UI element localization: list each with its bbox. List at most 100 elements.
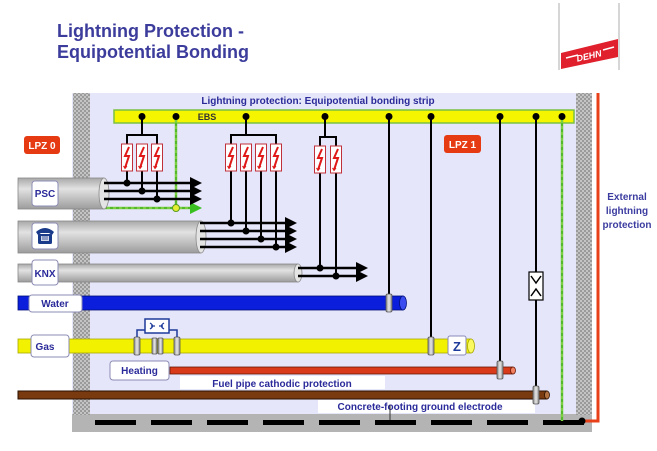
- external-protection-label-3: protection: [603, 220, 652, 231]
- earth-dash: [207, 420, 248, 425]
- conductor-arrow: [190, 185, 202, 197]
- ground-electrode-annotation: Concrete-footing ground electrode: [338, 402, 503, 413]
- title-line-2: Equipotential Bonding: [57, 42, 249, 62]
- gas-pipe: [17, 338, 475, 354]
- surge-arrester-icon: [313, 145, 327, 174]
- spd-connection-dot: [153, 195, 161, 203]
- service-conductors: [104, 117, 368, 282]
- lpz1-badge: LPZ 1: [444, 135, 481, 153]
- ebs-terminal-dot: [496, 113, 504, 120]
- conductor-arrow: [285, 217, 297, 229]
- earth-dash: [151, 420, 192, 425]
- spd-busbar: [230, 134, 277, 144]
- title-line-1: Lightning Protection -: [57, 21, 244, 41]
- clamp-ground: [532, 385, 540, 405]
- conductor-arrow: [190, 193, 202, 205]
- gas-label-text: Gas: [36, 342, 55, 353]
- down-conductor-junction: [578, 417, 586, 425]
- external-protection-label-2: lightning: [606, 206, 648, 217]
- ebs-terminal-dot: [427, 113, 435, 120]
- logo-banner-shape: [561, 39, 618, 69]
- clamp-heating: [496, 360, 504, 380]
- gas-meter-label: Z: [453, 339, 461, 354]
- fuel-pipe-label-bg: [180, 376, 385, 389]
- surge-arrester-icon: [120, 143, 134, 172]
- pe-arrow: [190, 202, 202, 214]
- spd-connection-dot: [242, 227, 250, 235]
- label-water: Water: [28, 294, 83, 313]
- surge-arrester-icon: [224, 143, 238, 172]
- right-wall: [576, 93, 592, 415]
- ebs-terminal-dot: [242, 113, 250, 120]
- surge-arrester-icon: [135, 143, 149, 172]
- earth-dash: [263, 420, 304, 425]
- ebs-terminal-dot: [385, 113, 393, 120]
- pe-junction: [172, 204, 180, 212]
- label-gas: Gas: [30, 334, 70, 358]
- knx-cable: [17, 263, 303, 283]
- surge-arrester-icon: [254, 143, 268, 172]
- water-label-text: Water: [41, 299, 69, 310]
- earth-dash: [319, 420, 360, 425]
- left-wall: [73, 93, 90, 415]
- ebs-terminal-dot: [532, 113, 540, 120]
- earth-dash: [95, 420, 136, 425]
- surge-arrester-icon: [269, 143, 283, 172]
- foundation-ring-earth: [95, 420, 584, 425]
- clamp-gas: [427, 336, 435, 356]
- water-pipe: [17, 295, 407, 311]
- conductor-arrow: [285, 233, 297, 245]
- ebs-terminals: [138, 113, 566, 120]
- heating-pipe: [169, 366, 516, 375]
- knx-label-text: KNX: [34, 269, 55, 280]
- heating-label-text: Heating: [121, 366, 158, 377]
- conductor-arrow: [190, 177, 202, 189]
- ground-label-bg: [318, 400, 535, 413]
- ebs-terminal-dot: [138, 113, 146, 120]
- clamp-water: [385, 293, 393, 313]
- earth-dash: [431, 420, 472, 425]
- ground-electrode-pipe: [17, 390, 550, 400]
- earth-dash: [375, 420, 416, 425]
- conductor-arrow: [356, 262, 368, 274]
- earth-dash: [487, 420, 528, 425]
- ebs-terminal-dot: [558, 113, 566, 120]
- lpz1-label: LPZ 1: [449, 140, 477, 151]
- psc-label-text: PSC: [35, 189, 56, 200]
- external-protection-label-1: External: [607, 192, 647, 203]
- label-psc: PSC: [31, 180, 59, 207]
- gas-insulating-joint: [133, 318, 181, 356]
- label-telephone: [31, 222, 59, 250]
- telephone-icon: [36, 228, 54, 244]
- label-knx: KNX: [31, 259, 59, 286]
- dehn-logo: DEHN: [558, 3, 620, 70]
- spd-busbar: [319, 136, 337, 146]
- lpz0-badge: LPZ 0: [24, 136, 60, 154]
- slide-title: Lightning Protection - Equipotential Bon…: [57, 21, 249, 63]
- ebs-terminal-dot: [172, 113, 180, 120]
- equipotential-bonding-strip: [113, 109, 575, 124]
- surge-arrester-icon: [329, 145, 343, 174]
- conductor-arrow: [285, 241, 297, 253]
- spd-connection-dot: [316, 264, 324, 272]
- gas-meter: Z: [447, 335, 467, 356]
- spd-connection-dot: [257, 235, 265, 243]
- spd-connection-dot: [227, 219, 235, 227]
- spd-connection-dot: [138, 187, 146, 195]
- conductor-arrow: [285, 225, 297, 237]
- spd-connection-dot: [332, 272, 340, 280]
- fuel-pipe-annotation: Fuel pipe cathodic protection: [212, 379, 351, 390]
- earth-dash: [543, 420, 584, 425]
- ebs-label: EBS: [198, 112, 217, 122]
- spd-connection-dot: [272, 243, 280, 251]
- label-heating: Heating: [109, 360, 170, 381]
- surge-arrester-icon: [150, 143, 164, 172]
- ebs-terminal-dot: [321, 113, 329, 120]
- isolating-spark-gap-gas: [144, 318, 170, 334]
- spd-busbar: [126, 134, 158, 144]
- lpz0-label: LPZ 0: [28, 141, 56, 152]
- ebs-caption: Lightning protection: Equipotential bond…: [201, 96, 434, 107]
- surge-arrester-icon: [239, 143, 253, 172]
- spd-connection-dot: [123, 179, 131, 187]
